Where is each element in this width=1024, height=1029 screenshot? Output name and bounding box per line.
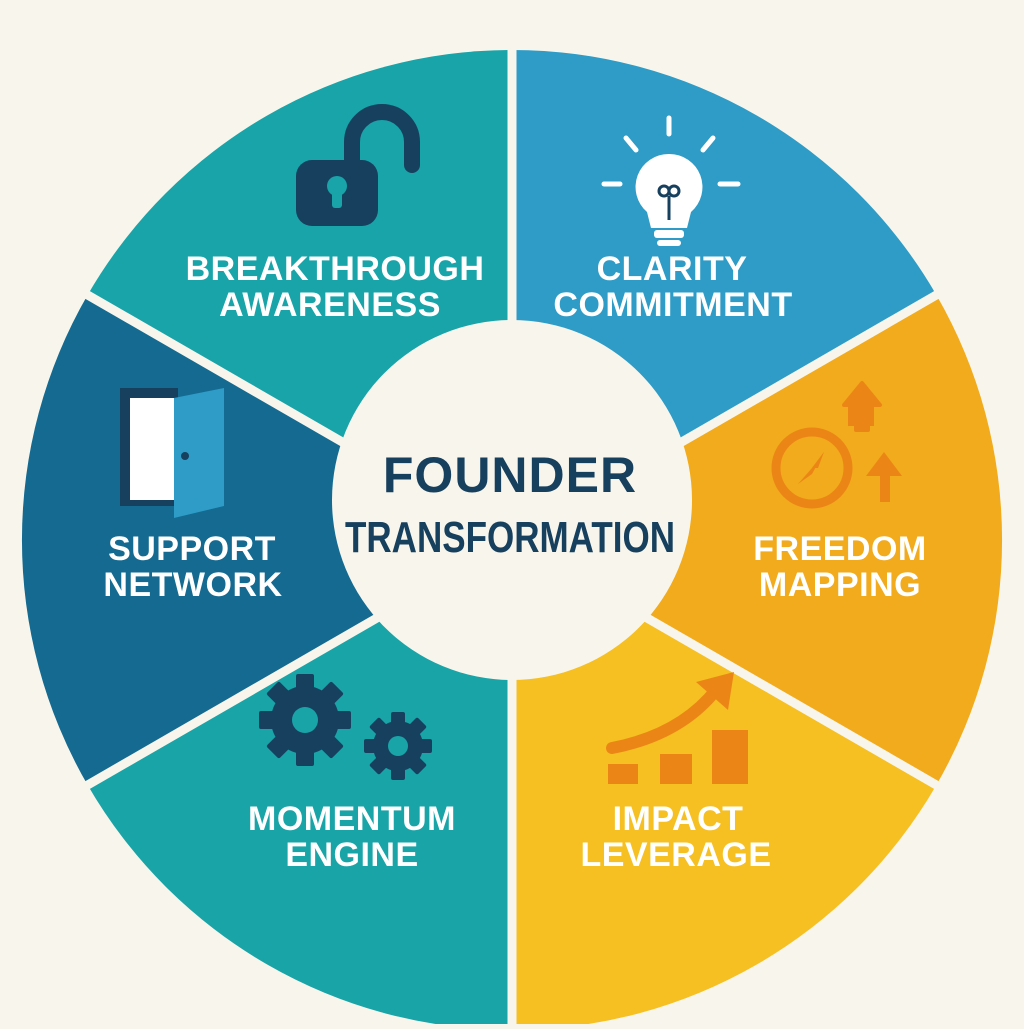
label-line-1: SUPPORT	[108, 530, 276, 568]
label-freedom-mapping: FREEDOM MAPPING	[753, 530, 927, 604]
label-momentum-engine: MOMENTUM ENGINE	[248, 800, 456, 874]
label-breakthrough-awareness: BREAKTHROUGH AWARENESS	[186, 250, 485, 324]
label-line-2: COMMITMENT	[553, 286, 792, 324]
segment-impact-leverage	[512, 540, 937, 1029]
label-line-1: BREAKTHROUGH	[186, 250, 485, 288]
label-line-1: CLARITY	[597, 250, 748, 288]
segment-momentum-engine	[87, 540, 512, 1029]
label-line-2: ENGINE	[285, 836, 418, 874]
label-line-1: FREEDOM	[753, 530, 927, 568]
open-door-icon	[120, 388, 224, 518]
center-subtitle: TRANSFORMATION	[345, 513, 675, 562]
segment-freedom-mapping	[512, 295, 1003, 785]
gears-icon	[259, 674, 432, 780]
center-circle	[332, 320, 692, 680]
growth-chart-icon	[606, 672, 748, 784]
label-line-2: AWARENESS	[219, 286, 441, 324]
lightbulb-icon	[601, 115, 741, 246]
label-line-2: NETWORK	[103, 566, 282, 604]
label-clarity-commitment: CLARITY COMMITMENT	[553, 250, 792, 324]
label-line-2: LEVERAGE	[580, 836, 771, 874]
label-line-1: IMPACT	[613, 800, 744, 838]
label-line-2: MAPPING	[759, 566, 921, 604]
label-impact-leverage: IMPACT LEVERAGE	[580, 800, 771, 874]
unlocked-padlock-icon	[296, 104, 420, 226]
label-line-1: MOMENTUM	[248, 800, 456, 838]
label-support-network: SUPPORT NETWORK	[103, 530, 282, 604]
center-title: FOUNDER	[383, 447, 637, 503]
compass-arrows-icon	[771, 381, 902, 509]
